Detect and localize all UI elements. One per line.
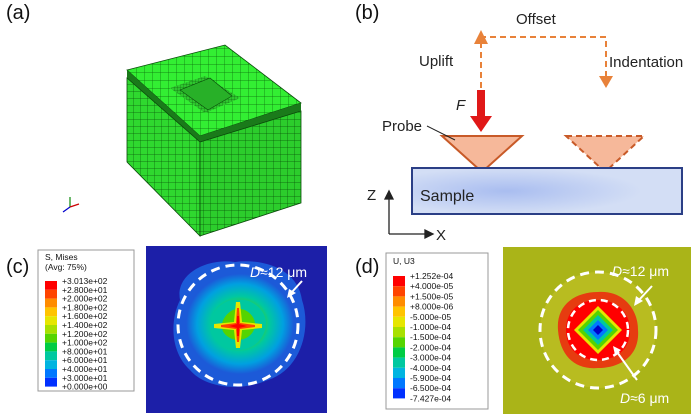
force-label: F <box>456 97 466 114</box>
legend-swatch <box>45 289 57 299</box>
panel-label-b: (b) <box>355 2 380 24</box>
legend-entries-d: +1.252e-04+4.000e-05+1.500e-05+8.000e-06… <box>393 271 454 403</box>
uplift-label: Uplift <box>419 53 454 70</box>
mesh-cube <box>126 44 302 237</box>
u3-inner-dashed-circle <box>566 298 630 362</box>
mises-annotation-text: ≈12 μm <box>260 264 307 280</box>
legend-value: -6.500e-04 <box>410 383 451 393</box>
legend-swatch <box>45 377 57 387</box>
legend-swatch <box>393 306 405 317</box>
u3-outer-arrow <box>634 285 653 306</box>
legend-swatch <box>393 367 405 378</box>
u3-contour <box>540 272 656 388</box>
probe-solid <box>439 135 525 174</box>
legend-value: -2.000e-04 <box>410 342 451 352</box>
legend-value: -3.000e-04 <box>410 353 451 363</box>
legend-value: +1.200e+02 <box>62 329 108 339</box>
offset-label: Offset <box>516 11 557 28</box>
legend-title-d: U, U3 <box>393 256 415 266</box>
axes-triad-icon <box>62 197 80 213</box>
legend-swatch <box>45 316 57 325</box>
legend-value: +2.800e+01 <box>62 285 108 295</box>
sample-label: Sample <box>420 188 474 205</box>
legend-swatch <box>393 347 405 358</box>
legend-swatch <box>45 298 57 308</box>
legend-entries-c: +3.013e+02+2.800e+01+2.000e+02+1.800e+02… <box>45 276 108 392</box>
legend-value: -7.427e-04 <box>410 393 451 403</box>
legend-swatch <box>45 281 57 290</box>
legend-value: +0.000e+00 <box>62 382 108 392</box>
legend-value: +1.252e-04 <box>410 271 454 281</box>
axis-z-label: Z <box>367 187 376 204</box>
force-arrow <box>470 90 492 132</box>
legend-subtitle-c: (Avg: 75%) <box>45 262 87 272</box>
legend-title-c: S, Mises <box>45 252 78 262</box>
legend-value: +4.000e-05 <box>410 281 454 291</box>
legend-value: -5.000e-05 <box>410 312 451 322</box>
legend-value: +8.000e-06 <box>410 302 454 312</box>
indentation-arrow-head <box>599 76 613 88</box>
u3-annotation-inner: D≈6 μm <box>620 390 669 406</box>
legend-value: +2.000e+02 <box>62 294 108 304</box>
legend-swatch <box>45 369 57 378</box>
legend-value: -5.900e-04 <box>410 373 451 383</box>
legend-value: +8.000e+01 <box>62 346 108 356</box>
legend-swatch <box>393 357 405 368</box>
legend-swatch <box>393 276 405 287</box>
legend-swatch <box>393 337 405 348</box>
legend-value: +4.000e+01 <box>62 364 108 374</box>
probe-label: Probe <box>382 118 422 135</box>
panel-label-a: (a) <box>6 2 31 24</box>
legend-swatch <box>45 342 57 352</box>
u3-inner-arrow <box>613 346 638 381</box>
panel-label-d: (d) <box>355 256 380 278</box>
legend-swatch <box>393 378 405 389</box>
legend-value: +1.600e+02 <box>62 311 108 321</box>
axis-x-label: X <box>436 227 446 244</box>
xz-axes <box>383 189 435 240</box>
legend-swatch <box>45 351 57 361</box>
panel-label-c: (c) <box>6 256 30 278</box>
legend-swatch <box>393 327 405 338</box>
legend-value: +1.000e+02 <box>62 338 108 348</box>
probe-dashed <box>563 135 647 174</box>
probe-leader-line <box>426 125 456 141</box>
legend-value: -1.000e-04 <box>410 322 451 332</box>
legend-swatch <box>45 333 57 343</box>
sample-block <box>411 167 683 215</box>
mises-annotation-label: D≈12 μm <box>250 264 307 280</box>
mises-annotation-arrow <box>287 280 303 298</box>
legend-swatch <box>45 325 57 334</box>
legend-value: +1.800e+02 <box>62 302 108 312</box>
legend-swatch <box>45 307 57 317</box>
legend-swatch <box>393 388 405 399</box>
mises-dashed-circle <box>176 263 300 387</box>
legend-swatch <box>393 286 405 297</box>
legend-value: +6.000e+01 <box>62 355 108 365</box>
legend-swatch <box>45 360 57 369</box>
legend-swatch <box>393 316 405 327</box>
indentation-label: Indentation <box>609 54 683 71</box>
mises-contour <box>173 261 306 387</box>
legend-value: -4.000e-04 <box>410 363 451 373</box>
legend-swatch <box>393 296 405 307</box>
legend-value: -1.500e-04 <box>410 332 451 342</box>
legend-value: +3.000e+01 <box>62 373 108 383</box>
legend-value: +1.500e-05 <box>410 291 454 301</box>
offset-path <box>480 36 607 88</box>
legend-value: +1.400e+02 <box>62 320 108 330</box>
u3-outer-dashed-circle <box>538 270 658 390</box>
uplift-arrow-head <box>474 30 488 44</box>
legend-value: +3.013e+02 <box>62 276 108 286</box>
u3-annotation-outer: D≈12 μm <box>612 263 669 279</box>
